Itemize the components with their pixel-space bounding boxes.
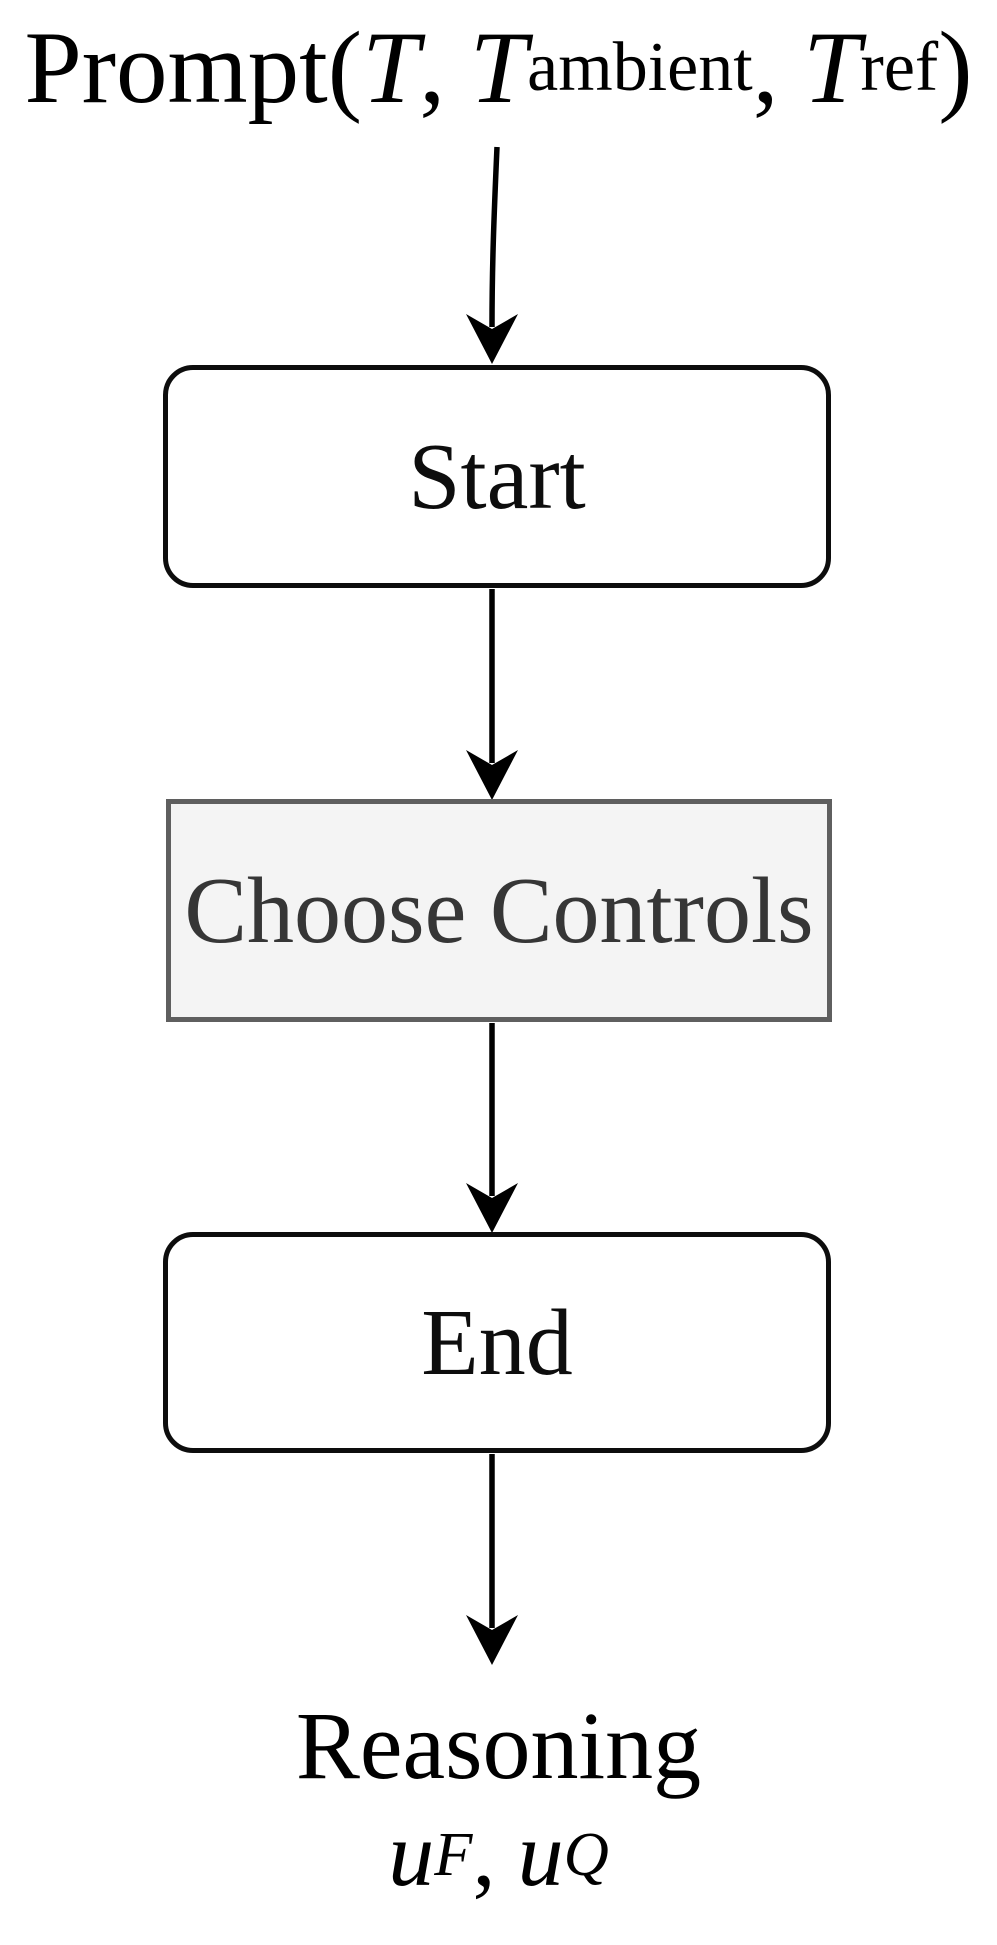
formula-comma: ,: [419, 11, 446, 125]
output-var-uF: u: [388, 1803, 435, 1905]
formula-subscript-ambient: ambient: [527, 29, 753, 106]
arrow-choose-controls-to-end: [466, 1023, 518, 1233]
node-end-label: End: [421, 1290, 573, 1395]
arrow-prompt-to-start: [466, 146, 518, 364]
formula-open-paren: (: [327, 11, 363, 125]
node-start: Start: [163, 365, 831, 588]
formula-subscript-ref: ref: [860, 29, 939, 106]
output-comma: ,: [472, 1803, 496, 1905]
arrow-start-to-choose-controls: [466, 589, 518, 800]
output-subscript-F: F: [434, 1818, 473, 1889]
node-choose-controls: Choose Controls: [166, 799, 832, 1022]
output-var-uQ: u: [517, 1803, 564, 1905]
formula-arg-T-ambient: T: [469, 11, 528, 125]
formula-arg-T-ref: T: [803, 11, 861, 125]
reasoning-text: Reasoning: [295, 1691, 702, 1799]
formula-comma: ,: [752, 11, 779, 125]
reasoning-output-label: Reasoning: [0, 1686, 997, 1804]
output-subscript-Q: Q: [563, 1818, 609, 1889]
node-start-label: Start: [408, 424, 586, 529]
node-choose-controls-label: Choose Controls: [184, 858, 814, 963]
formula-close-paren: ): [938, 11, 973, 125]
formula-arg-T: T: [362, 11, 420, 125]
arrow-end-to-reasoning: [466, 1454, 518, 1665]
node-end: End: [163, 1232, 831, 1453]
formula-function-name: Prompt: [24, 11, 328, 125]
